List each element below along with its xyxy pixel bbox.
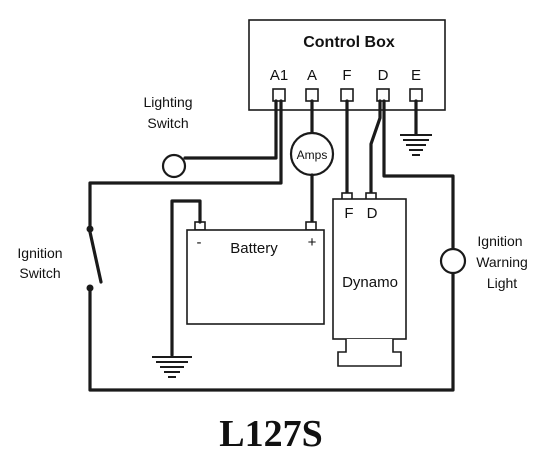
wire-battery-neg-earth [170,199,202,357]
ignition-switch-label-line1: Ignition [17,245,62,261]
ammeter: Amps [289,131,335,177]
lighting-switch: Lighting Switch [143,94,193,179]
ignition-switch-contact-bottom [86,284,94,292]
dynamo-case [332,198,407,340]
battery-label: Battery [230,240,278,257]
warning-light-label-line3: Light [487,275,517,291]
warning-light-label-line2: Warning [476,254,528,270]
warning-light-label-line1: Ignition [477,233,522,249]
dynamo-f-label: F [344,205,353,222]
terminal-a [305,88,319,102]
lighting-switch-label-line1: Lighting [143,94,192,110]
wire-d-to-dynamo [369,99,382,198]
ignition-switch-label-line2: Switch [19,265,60,281]
terminal-d [376,88,390,102]
battery: - + Battery [186,221,325,325]
terminal-label-a1: A1 [270,67,288,84]
ignition-switch: Ignition Switch [17,225,103,292]
terminal-f [340,88,354,102]
battery-pos-post [305,221,317,231]
wire-a1-lighting-switch [183,99,278,160]
terminal-a1 [272,88,286,102]
terminal-e [409,88,423,102]
dynamo-d-label: D [367,205,378,222]
battery-case [186,229,325,325]
terminal-label-f: F [342,67,351,84]
wire-a1-main [88,99,283,228]
control-box: Control Box A1 A F D E [248,19,446,111]
earth-battery [152,356,192,378]
ignition-warning-light: Ignition Warning Light [439,233,528,291]
earth-control-box [400,99,432,156]
lighting-switch-icon [161,153,187,179]
terminal-label-e: E [411,67,421,84]
terminal-label-a: A [307,67,317,84]
wire-warning-light-to-d [382,99,455,251]
battery-neg-label: - [197,234,202,251]
ignition-switch-contact-top [86,225,94,233]
terminal-label-d: D [378,67,389,84]
dynamo-mount [337,339,402,367]
wire-ignition-loop-bottom [88,271,455,392]
dynamo-label: Dynamo [342,274,398,291]
warning-light-icon [439,247,467,275]
diagram-caption: L127S [219,413,322,455]
battery-pos-label: + [308,234,317,251]
dynamo: F D Dynamo [332,192,407,367]
lighting-switch-label-line2: Switch [147,115,188,131]
ammeter-label: Amps [297,148,328,162]
control-box-title: Control Box [303,34,395,51]
ignition-switch-lever [88,230,103,284]
